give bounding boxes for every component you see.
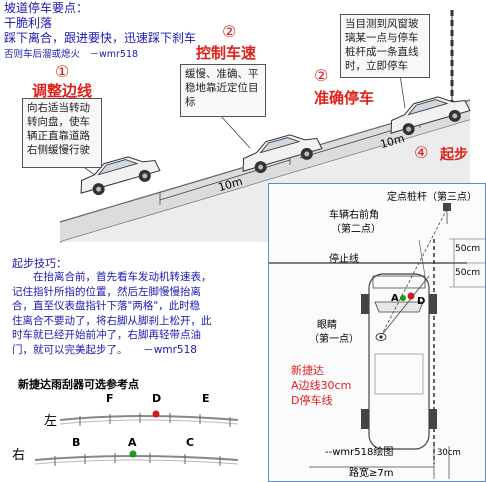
car-icon bbox=[80, 156, 161, 196]
point-a-label: A bbox=[391, 293, 399, 304]
header-line2: 干脆利落 bbox=[4, 16, 53, 30]
inset-note3: D停车线 bbox=[291, 394, 333, 407]
step2-number: ② bbox=[222, 22, 237, 41]
stake-marker bbox=[443, 203, 451, 211]
wiper-point-e: E bbox=[202, 392, 210, 405]
wiper-point-d: D bbox=[152, 392, 162, 405]
slope-ground bbox=[60, 120, 470, 242]
wiper-title: 新捷达雨刮器可选参考点 bbox=[18, 378, 139, 391]
tips-line: 住离合不要动了，将右脚从脚刹上松开，此 bbox=[12, 314, 212, 327]
step4-title: 起步 bbox=[440, 147, 468, 163]
step3-title: 准确停车 bbox=[314, 89, 375, 107]
car-icon bbox=[242, 134, 323, 174]
wiper-point-a: A bbox=[128, 436, 137, 449]
tips-line: 在抬离合前，首先看车发动机转速表， bbox=[12, 271, 212, 283]
credit-label: --wmr518绘图 bbox=[325, 447, 394, 458]
tips-title: 起步技巧： bbox=[12, 257, 67, 270]
front-corner-label: 车辆右前角 bbox=[329, 210, 379, 221]
step2-title: 控制车速 bbox=[196, 44, 257, 62]
header-line1: 坡道停车要点： bbox=[4, 1, 89, 15]
point-a-marker bbox=[129, 450, 137, 458]
step2-box: 缓慢、准确、平稳地靠近定位目标 bbox=[180, 64, 266, 117]
tips-line: 记住指针所指的位置，然后左脚慢慢抬离 bbox=[12, 285, 201, 298]
dim-label: 50cm bbox=[455, 268, 481, 278]
step3-box: 当目测到风窗玻璃某一点与停车桩杆成一条直线时，立即停车 bbox=[340, 14, 430, 78]
point-d-dot bbox=[407, 292, 415, 300]
inset-drawing bbox=[269, 203, 485, 479]
car-icon bbox=[390, 96, 471, 136]
point-d-marker bbox=[152, 410, 160, 418]
distance-line-1 bbox=[159, 159, 291, 201]
tips-line: 时车就已经开始前冲了，右脚再轻带点油 bbox=[12, 329, 201, 341]
wiper-diagram bbox=[34, 410, 239, 466]
step4-number: ④ bbox=[414, 143, 429, 162]
tips-body: 在抬离合前，首先看车发动机转速表， 记住指针所指的位置，然后左脚慢慢抬离 合，直… bbox=[12, 270, 268, 357]
point-d-label: D bbox=[417, 296, 426, 307]
dim-label: 30cm bbox=[437, 448, 461, 458]
tips-line: 门，就可以完美起步了。 －wmr518 bbox=[12, 343, 197, 356]
eye-label2: （第一点） bbox=[309, 334, 359, 345]
windshield bbox=[374, 301, 424, 313]
wiper-point-b: B bbox=[72, 436, 81, 449]
wiper-blade-bottom bbox=[34, 455, 239, 461]
stop-line-label: 停止线 bbox=[329, 254, 359, 265]
stake-label: 定点桩杆（第三点） bbox=[387, 192, 477, 203]
wiper-left-label: 左 bbox=[44, 414, 58, 429]
front-corner-label2: （第二点） bbox=[331, 224, 381, 235]
header-line4: 否则车后溜或熄火 －wmr518 bbox=[4, 49, 139, 60]
step3-number: ② bbox=[314, 66, 329, 85]
step1-box: 向右适当转动转向盘，使车辆正直靠道路右侧缓慢行驶 bbox=[22, 98, 102, 168]
step1-number: ① bbox=[55, 62, 70, 81]
road-width-label: 路宽≥7m bbox=[349, 468, 394, 479]
wiper-blade-top bbox=[59, 415, 239, 421]
eye-label: 眼睛 bbox=[317, 320, 337, 331]
inset-note1: 新捷达 bbox=[291, 364, 324, 377]
wiper-right-label: 右 bbox=[12, 448, 26, 463]
point-a-dot bbox=[400, 295, 406, 301]
dim-label: 50cm bbox=[455, 244, 481, 254]
inset-panel: 定点桩杆（第三点） 车辆右前角 （第二点） 停止线 50cm 50cm A D … bbox=[268, 183, 486, 482]
inset-note2: A边线30cm bbox=[291, 379, 352, 392]
car-outline bbox=[368, 273, 430, 450]
sight-line bbox=[380, 208, 448, 337]
wiper-point-c: C bbox=[186, 436, 195, 449]
step1-title: 调整边线 bbox=[32, 82, 93, 100]
header-line3: 踩下离合，跟进要快，迅速踩下刹车 bbox=[4, 31, 197, 45]
wiper-point-f: F bbox=[106, 392, 114, 405]
tips-line: 合，直至仪表盘指针下落"两格"，此时稳 bbox=[12, 300, 201, 312]
